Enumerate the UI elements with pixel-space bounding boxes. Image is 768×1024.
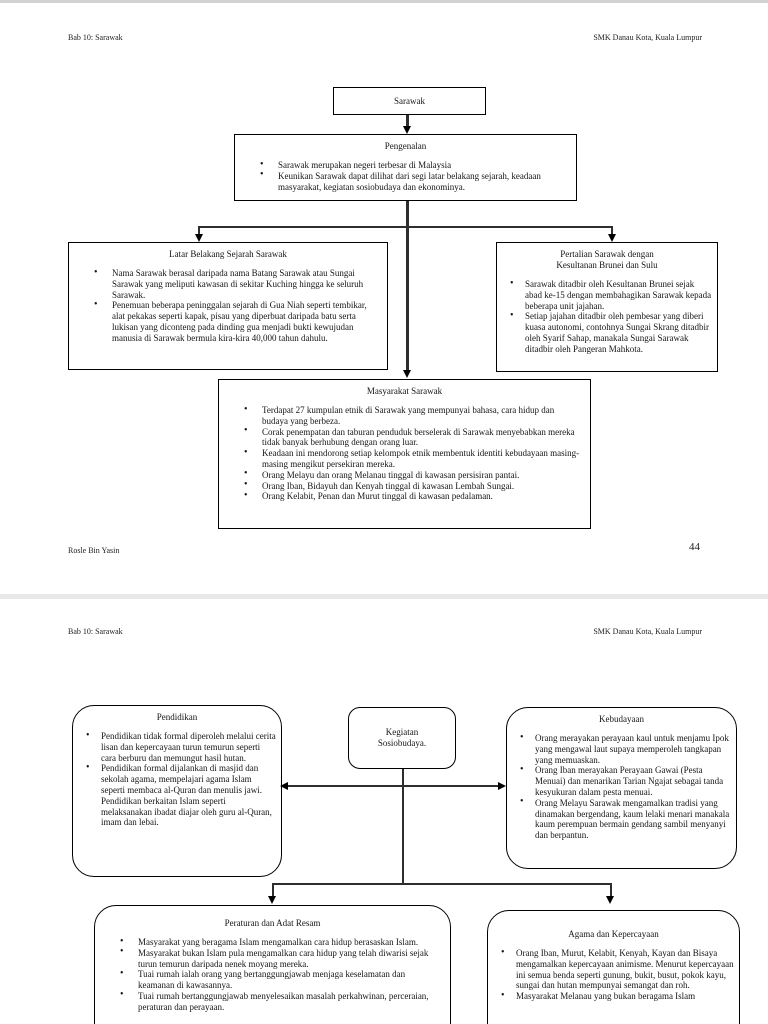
box-agama: Agama dan Kepercayaan Orang Iban, Murut,… bbox=[487, 910, 740, 1024]
box-pendidikan: Pendidikan Pendidikan tidak formal diper… bbox=[72, 705, 282, 877]
bullet-list: Orang Iban, Murut, Kelabit, Kenyah, Kaya… bbox=[488, 947, 739, 1002]
connector-pendidikan-kebudayaan bbox=[286, 785, 500, 787]
box-pengenalan: Pengenalan Sarawak merupakan negeri terb… bbox=[234, 134, 577, 201]
connector-bottom-horizontal bbox=[272, 883, 612, 885]
box-agama-title: Agama dan Kepercayaan bbox=[568, 929, 659, 939]
header-chapter: Bab 10: Sarawak bbox=[68, 627, 123, 636]
connector-bottom-right bbox=[610, 883, 612, 897]
bullet-item: Orang merayakan perayaan kaul untuk menj… bbox=[519, 732, 732, 765]
document-page-2: Bab 10: Sarawak SMK Danau Kota, Kuala Lu… bbox=[0, 599, 768, 1024]
arrowhead-down bbox=[195, 234, 203, 242]
box-kegiatan-label: Kegiatan Sosiobudaya. bbox=[349, 708, 455, 768]
box-peraturan: Peraturan dan Adat Resam Masyarakat yang… bbox=[94, 905, 451, 1024]
bullet-item: Orang Iban, Bidayuh dan Kenyah tinggal d… bbox=[243, 480, 582, 492]
box-kebudayaan: Kebudayaan Orang merayakan perayaan kaul… bbox=[506, 707, 737, 869]
box-pengenalan-title: Pengenalan bbox=[384, 141, 427, 151]
arrowhead-down bbox=[606, 896, 614, 904]
bullet-item: Setiap jajahan ditadbir oleh pembesar ya… bbox=[509, 311, 713, 354]
arrowhead-left bbox=[280, 781, 288, 790]
bullet-item: Masyarakat bukan Islam pula mengamalkan … bbox=[119, 947, 442, 970]
document-page-1: Bab 10: Sarawak SMK Danau Kota, Kuala Lu… bbox=[0, 3, 768, 594]
page-number: 44 bbox=[689, 541, 700, 553]
arrowhead-right bbox=[498, 781, 506, 790]
header-school: SMK Danau Kota, Kuala Lumpur bbox=[593, 627, 702, 636]
bullet-item: Sarawak ditadbir oleh Kesultanan Brunei … bbox=[509, 278, 713, 311]
connector-branch-left bbox=[198, 226, 200, 236]
box-kegiatan-sosiobudaya: Kegiatan Sosiobudaya. bbox=[348, 707, 456, 769]
connector-sarawak-pengenalan bbox=[406, 115, 409, 127]
bullet-item: Nama Sarawak berasal daripada nama Batan… bbox=[93, 267, 379, 300]
connector-pengenalan-masyarakat bbox=[406, 201, 409, 371]
box-latar-belakang: Latar Belakang Sejarah Sarawak Nama Sara… bbox=[68, 242, 388, 370]
bullet-list: Nama Sarawak berasal daripada nama Batan… bbox=[69, 267, 387, 344]
bullet-item: Orang Melayu Sarawak mengamalkan tradisi… bbox=[519, 797, 732, 841]
bullet-list: Masyarakat yang beragama Islam mengamalk… bbox=[95, 937, 450, 1013]
bullet-item: Keunikan Sarawak dapat dilihat dari segi… bbox=[259, 170, 568, 193]
bullet-item: Orang Iban, Murut, Kelabit, Kenyah, Kaya… bbox=[500, 947, 735, 991]
bullet-item: Terdapat 27 kumpulan etnik di Sarawak ya… bbox=[243, 405, 582, 427]
header-school: SMK Danau Kota, Kuala Lumpur bbox=[593, 33, 702, 42]
bullet-item: Orang Melayu dan orang Melanau tinggal d… bbox=[243, 469, 582, 481]
bullet-item: Pendidikan formal dijalankan di masjid d… bbox=[85, 763, 277, 828]
bullet-item: Tuai rumah bertanggungjawab menyelesaika… bbox=[119, 990, 442, 1013]
footer-author: Rosle Bin Yasin bbox=[68, 546, 120, 555]
bullet-item: Keadaan ini mendorong setiap kelompok et… bbox=[243, 448, 582, 470]
connector-branch-horizontal bbox=[198, 226, 613, 228]
bullet-item: Pendidikan tidak formal diperoleh melalu… bbox=[85, 730, 277, 763]
box-kebudayaan-title: Kebudayaan bbox=[599, 714, 644, 724]
box-sarawak-label: Sarawak bbox=[394, 95, 425, 106]
header-chapter: Bab 10: Sarawak bbox=[68, 33, 123, 42]
arrowhead-down bbox=[403, 370, 411, 378]
connector-kegiatan-down bbox=[402, 769, 404, 884]
bullet-item: Orang Iban merayakan Perayaan Gawai (Pes… bbox=[519, 765, 732, 797]
arrowhead-down bbox=[268, 896, 276, 904]
bullet-item: Penemuan beberapa peninggalan sejarah di… bbox=[93, 300, 379, 343]
box-pertalian-title-line1: Pertalian Sarawak dengan bbox=[560, 249, 654, 259]
bullet-item: Tuai rumah ialah orang yang bertanggungj… bbox=[119, 969, 442, 991]
box-kegiatan-line1: Kegiatan bbox=[385, 727, 419, 737]
box-kegiatan-line2: Sosiobudaya. bbox=[377, 738, 427, 748]
viewer-top-strip bbox=[0, 0, 768, 3]
bullet-item: Corak penempatan dan taburan penduduk be… bbox=[243, 426, 582, 449]
bullet-item: Masyarakat Melanau yang bukan beragama I… bbox=[500, 991, 735, 1002]
bullet-item: Orang Kelabit, Penan dan Murut tinggal d… bbox=[243, 491, 582, 502]
bullet-list: Orang merayakan perayaan kaul untuk menj… bbox=[507, 732, 736, 841]
arrowhead-down bbox=[608, 234, 616, 242]
connector-branch-right bbox=[611, 226, 613, 236]
bullet-list: Pendidikan tidak formal diperoleh melalu… bbox=[73, 730, 281, 828]
box-masyarakat: Masyarakat Sarawak Terdapat 27 kumpulan … bbox=[218, 379, 591, 529]
box-pendidikan-title: Pendidikan bbox=[156, 712, 198, 722]
connector-bottom-left bbox=[272, 883, 274, 897]
arrowhead-down bbox=[403, 126, 411, 134]
box-masyarakat-title: Masyarakat Sarawak bbox=[366, 386, 443, 396]
box-latar-title: Latar Belakang Sejarah Sarawak bbox=[169, 249, 287, 259]
box-pertalian: Pertalian Sarawak dengan Kesultanan Brun… bbox=[496, 242, 718, 372]
box-peraturan-title: Peraturan dan Adat Resam bbox=[224, 918, 321, 928]
box-pertalian-title-line2: Kesultanan Brunei dan Sulu bbox=[556, 260, 658, 270]
bullet-item: Masyarakat yang beragama Islam mengamalk… bbox=[119, 937, 442, 948]
bullet-item: Sarawak merupakan negeri terbesar di Mal… bbox=[259, 160, 568, 171]
bullet-list: Sarawak ditadbir oleh Kesultanan Brunei … bbox=[497, 278, 717, 355]
bullet-list: Terdapat 27 kumpulan etnik di Sarawak ya… bbox=[219, 405, 590, 502]
box-sarawak: Sarawak bbox=[333, 87, 486, 115]
bullet-list: Sarawak merupakan negeri terbesar di Mal… bbox=[235, 160, 576, 192]
